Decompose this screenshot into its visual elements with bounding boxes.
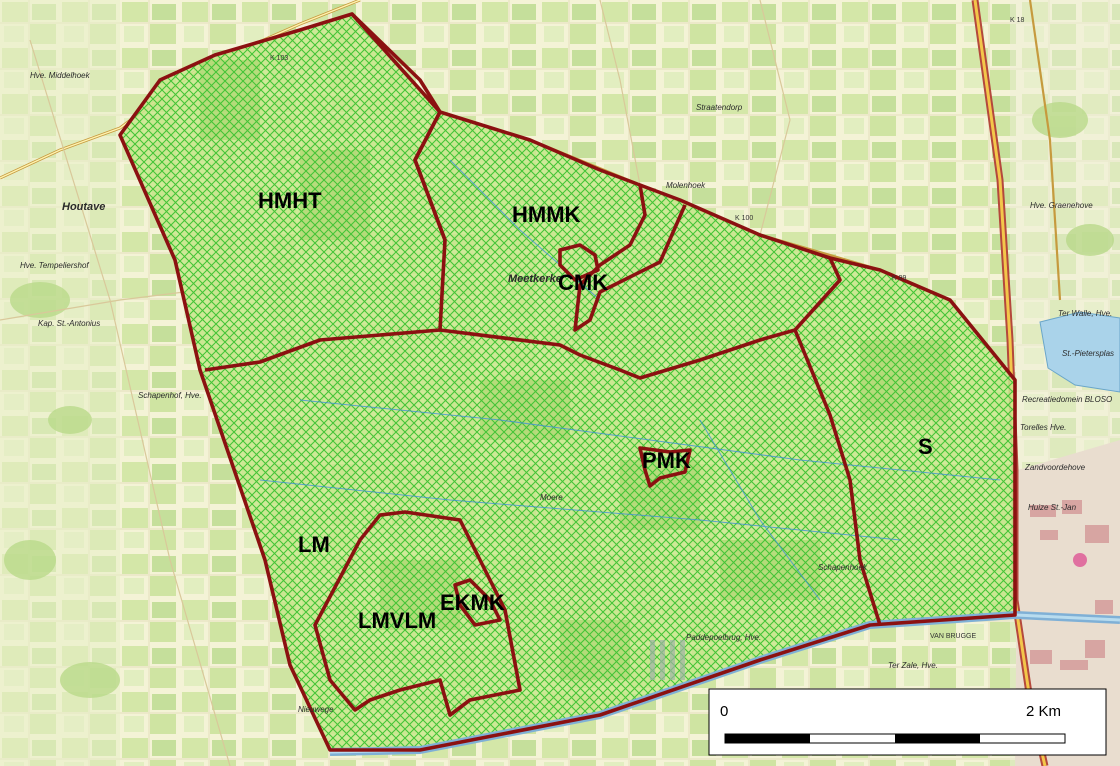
place-ter-walle: Ter Walle, Hve. bbox=[1058, 309, 1112, 318]
zone-label-pmk: PMK bbox=[642, 448, 691, 473]
urban-area bbox=[1015, 440, 1120, 766]
place-houtave: Houtave bbox=[62, 201, 105, 213]
place-middelhoek: Hve. Middelhoek bbox=[30, 71, 91, 80]
road-label-k103: K 103 bbox=[270, 55, 288, 62]
woodland-west bbox=[4, 102, 1114, 698]
zone-label-hmmk: HMMK bbox=[512, 202, 581, 227]
place-moere: Moere bbox=[540, 493, 563, 502]
place-paddepoel: Paddepoelbrug, Hve. bbox=[686, 633, 761, 642]
zone-labels: HMHT HMMK CMK PMK S LM LMVLM EKMK bbox=[258, 188, 933, 633]
place-toreelshove: Torelles Hve. bbox=[1020, 423, 1066, 432]
place-zandvoorde: Zandvoordehove bbox=[1024, 463, 1086, 472]
lake-st-pietersplas bbox=[1039, 311, 1120, 393]
place-st-pietersplas: St.-Pietersplas bbox=[1062, 349, 1114, 358]
place-graenehove: Hve. Graenehove bbox=[1030, 201, 1093, 210]
scale-end-label: 2 Km bbox=[1026, 703, 1061, 720]
zone-label-lm: LM bbox=[298, 532, 330, 557]
basemap-west bbox=[0, 0, 120, 766]
scale-seg-1 bbox=[725, 734, 810, 743]
place-recreatiedomein: Recreatiedomein BLOSO bbox=[1022, 395, 1112, 404]
zone-label-cmk: CMK bbox=[558, 270, 608, 295]
place-huize-st-jan: Huize St.-Jan bbox=[1028, 503, 1077, 512]
place-nieuwege: Nieuwege bbox=[298, 705, 334, 714]
place-labels: Hve. Middelhoek Houtave Hve. Tempeliersh… bbox=[20, 71, 1114, 714]
canal-label: VAN BRUGGE bbox=[930, 633, 976, 640]
place-meetkerke: Meetkerke bbox=[508, 273, 562, 285]
zone-label-ekmk: EKMK bbox=[440, 590, 505, 615]
place-tempeliershof: Hve. Tempeliershof bbox=[20, 261, 89, 270]
zone-boundaries bbox=[118, 12, 1017, 752]
road-north-east bbox=[1028, 0, 1062, 301]
place-molenhoek: Molenhoek bbox=[666, 181, 706, 190]
landmark-dot bbox=[1073, 553, 1087, 567]
place-schapenhoek: Schapenhoek bbox=[818, 563, 868, 572]
road-labels: K 103 K 100 K 99 K 18 VAN BRUGGE bbox=[270, 17, 1025, 640]
place-straatendorp: Straatendorp bbox=[696, 103, 743, 112]
scale-bar-box bbox=[708, 688, 1107, 756]
place-ter-zale: Ter Zale, Hve. bbox=[888, 661, 938, 670]
scale-start-label: 0 bbox=[720, 703, 728, 720]
zone-label-hmht: HMHT bbox=[258, 188, 322, 213]
scale-seg-3 bbox=[895, 734, 980, 743]
road-label-k100: K 100 bbox=[735, 215, 753, 222]
place-st-antonius: Kap. St.-Antonius bbox=[38, 319, 100, 328]
scale-bar: 0 2 Km bbox=[708, 688, 1107, 756]
road-label-k99: K 99 bbox=[892, 275, 907, 282]
zone-label-s: S bbox=[918, 434, 933, 459]
zone-label-lmvlm: LMVLM bbox=[358, 608, 436, 633]
road-label-k18: K 18 bbox=[1010, 17, 1025, 24]
place-schapenhof: Schapenhof, Hve. bbox=[138, 391, 202, 400]
